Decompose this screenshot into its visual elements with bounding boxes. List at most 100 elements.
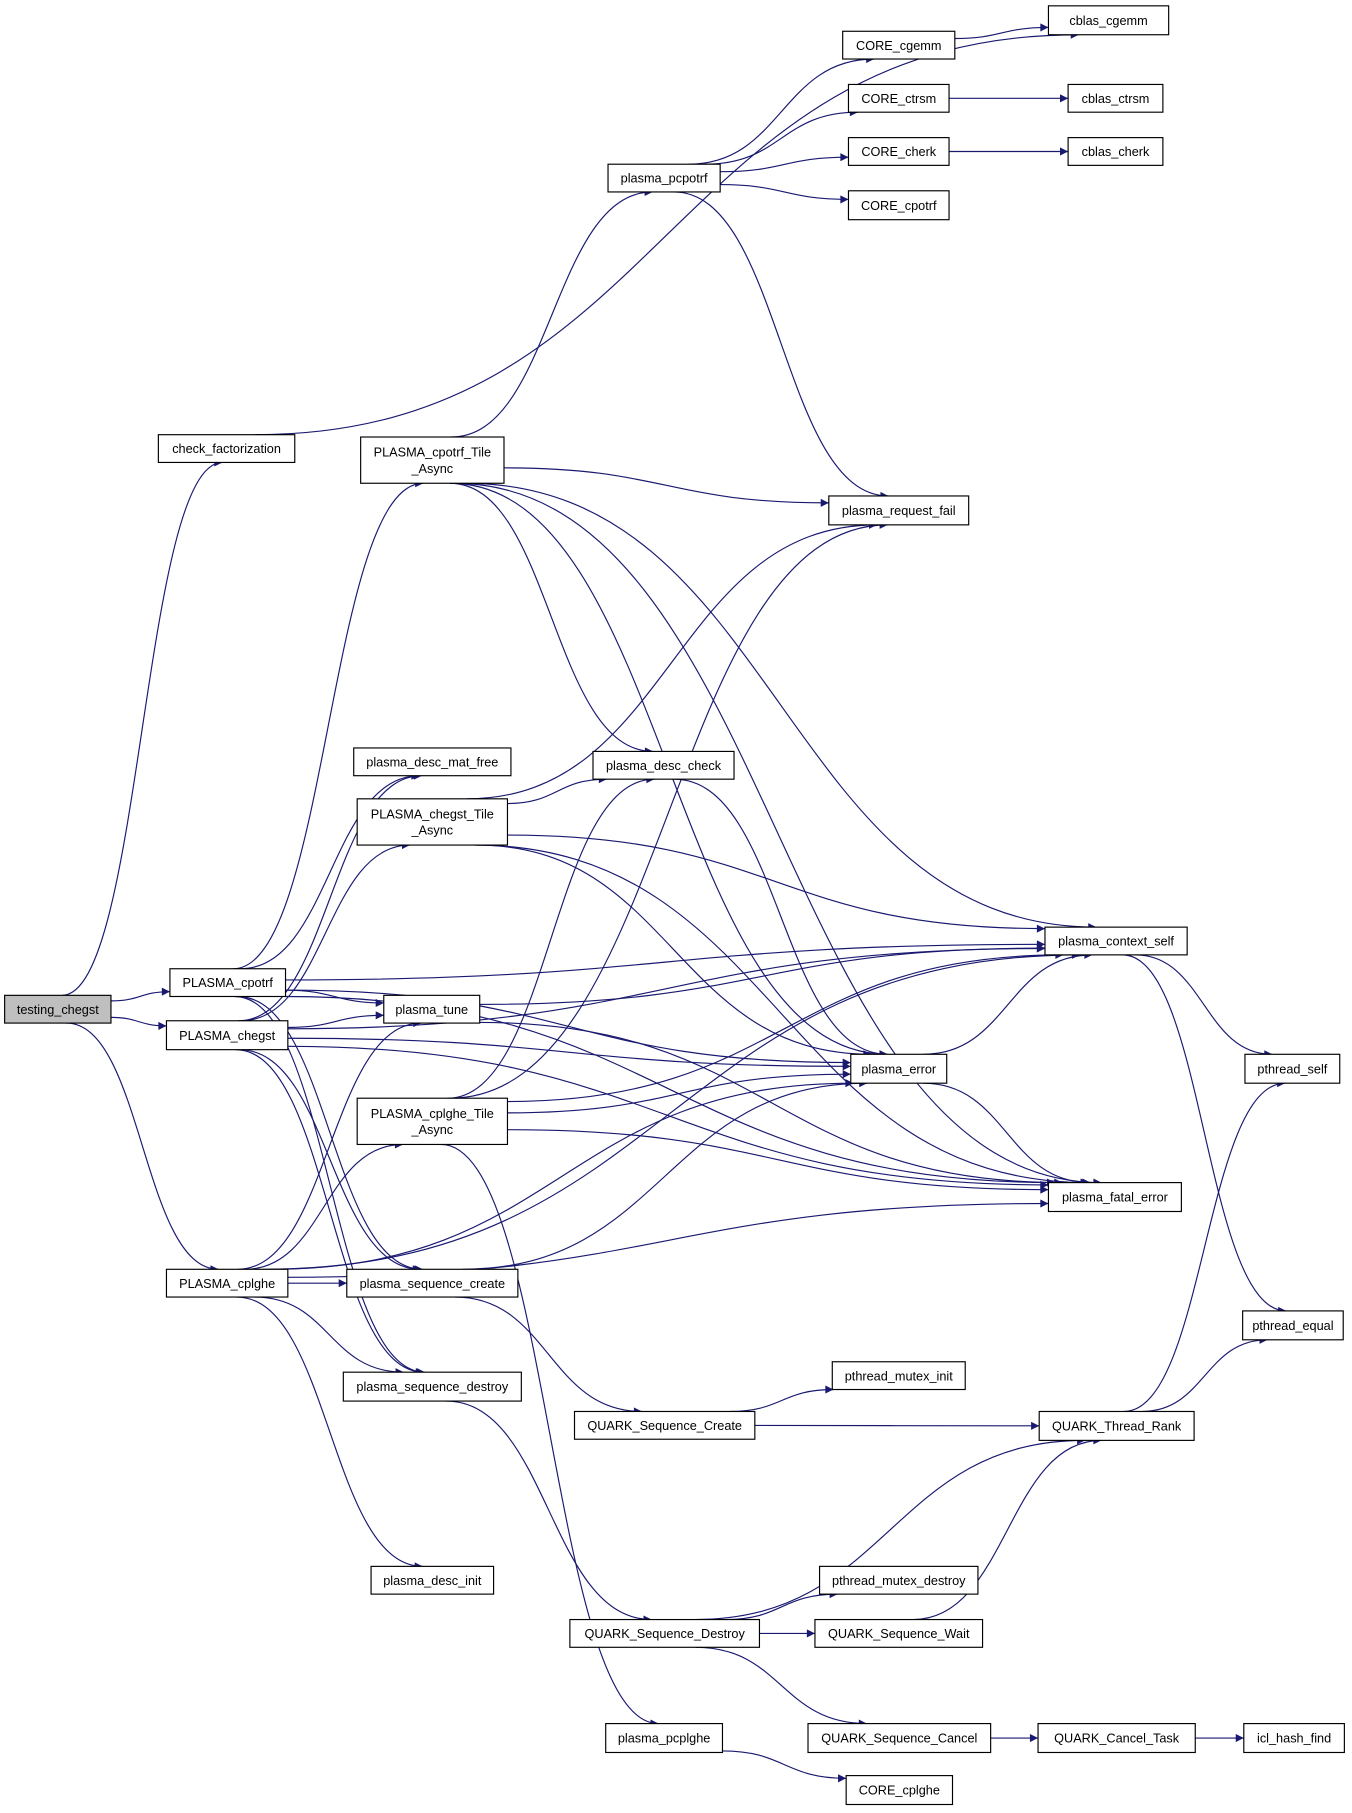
node-box (818, 1565, 979, 1595)
edge-PLASMA_chegst-to-plasma_tune (287, 1011, 384, 1029)
edge-PLASMA_chegst_Tile_Async-to-plasma_error (476, 844, 872, 1059)
node-label: plasma_fatal_error (1062, 1190, 1169, 1205)
node-plasma_request_fail[interactable]: plasma_request_fail (828, 495, 970, 526)
node-box (1243, 1723, 1345, 1754)
node-plasma_error[interactable]: plasma_error (850, 1053, 948, 1084)
node-plasma_sequence_create[interactable]: plasma_sequence_create (346, 1268, 519, 1298)
node-box (847, 137, 950, 166)
node-label: plasma_request_fail (842, 503, 956, 518)
node-PLASMA_chegst[interactable]: PLASMA_chegst (165, 1020, 289, 1051)
node-box (346, 1268, 519, 1298)
node-QUARK_Cancel_Task[interactable]: QUARK_Cancel_Task (1037, 1723, 1196, 1754)
node-box (157, 434, 296, 464)
edge-PLASMA_chegst-to-plasma_sequence_destroy (235, 1049, 424, 1377)
node-cblas_cherk[interactable]: cblas_cherk (1067, 137, 1164, 166)
edge-plasma_pcpotrf-to-CORE_cpotrf (720, 183, 849, 204)
node-cblas_ctrsm[interactable]: cblas_ctrsm (1067, 83, 1164, 113)
node-box (845, 1775, 954, 1806)
node-box (1067, 137, 1164, 166)
edge-plasma_sequence_create-to-plasma_error (462, 1079, 868, 1270)
node-plasma_sequence_destroy[interactable]: plasma_sequence_destroy (342, 1371, 522, 1402)
node-plasma_tune[interactable]: plasma_tune (383, 994, 481, 1024)
edge-check_factorization-to-cblas_cgemm (255, 30, 1079, 436)
node-cblas_cgemm[interactable]: cblas_cgemm (1047, 5, 1170, 36)
node-label: QUARK_Sequence_Create (587, 1418, 742, 1433)
node-box (342, 1371, 522, 1402)
node-check_factorization[interactable]: check_factorization (157, 434, 296, 464)
node-QUARK_Thread_Rank[interactable]: QUARK_Thread_Rank (1038, 1410, 1195, 1441)
node-CORE_cplghe[interactable]: CORE_cplghe (845, 1775, 954, 1806)
node-PLASMA_cplghe_Tile_Async[interactable]: PLASMA_cplghe_Tile_Async (356, 1097, 509, 1146)
node-label: plasma_desc_init (383, 1573, 482, 1588)
edge-plasma_error-to-plasma_fatal_error (923, 1082, 1091, 1187)
edge-PLASMA_cplghe_Tile_Async-to-plasma_context_self (507, 950, 1064, 1103)
edges-layer (61, 23, 1287, 1783)
node-pthread_mutex_destroy[interactable]: pthread_mutex_destroy (818, 1565, 979, 1595)
node-plasma_desc_init[interactable]: plasma_desc_init (370, 1565, 495, 1595)
node-box (828, 495, 970, 526)
node-label: CORE_cherk (861, 144, 936, 159)
edge-PLASMA_cplghe_Tile_Async-to-plasma_error (507, 1070, 851, 1114)
node-PLASMA_cplghe[interactable]: PLASMA_cplghe (165, 1268, 289, 1298)
node-label: testing_chegst (17, 1002, 99, 1017)
node-box (607, 163, 721, 193)
node-box (4, 994, 112, 1024)
node-label: icl_hash_find (1257, 1731, 1331, 1746)
node-label: PLASMA_cplghe (179, 1276, 275, 1291)
node-plasma_context_self[interactable]: plasma_context_self (1044, 926, 1188, 956)
node-CORE_cpotrf[interactable]: CORE_cpotrf (847, 190, 950, 221)
node-label: cblas_ctrsm (1082, 91, 1150, 106)
node-PLASMA_chegst_Tile_Async[interactable]: PLASMA_chegst_Tile_Async (356, 798, 509, 846)
edge-PLASMA_chegst-to-plasma_desc_mat_free (237, 771, 422, 1022)
node-box (605, 1723, 724, 1754)
node-box (569, 1618, 761, 1648)
edge-PLASMA_cpotrf_Tile_Async-to-plasma_fatal_error (453, 482, 1102, 1187)
node-box (356, 798, 509, 846)
edge-PLASMA_cpotrf-to-PLASMA_cpotrf_Tile_Async (233, 479, 424, 970)
node-PLASMA_cpotrf[interactable]: PLASMA_cpotrf (169, 968, 287, 998)
edge-PLASMA_chegst_Tile_Async-to-plasma_desc_check (507, 775, 607, 805)
node-plasma_pcpotrf[interactable]: plasma_pcpotrf (607, 163, 721, 193)
node-label: cblas_cgemm (1069, 13, 1147, 28)
node-label: plasma_pcpotrf (621, 171, 708, 186)
node-label: PLASMA_chegst (179, 1028, 276, 1043)
node-PLASMA_cpotrf_Tile_Async[interactable]: PLASMA_cpotrf_Tile_Async (360, 436, 505, 484)
node-testing_chegst[interactable]: testing_chegst (4, 994, 112, 1024)
edge-plasma_pcplghe-to-CORE_cplghe (722, 1750, 847, 1783)
node-label: plasma_context_self (1058, 934, 1174, 949)
node-QUARK_Sequence_Destroy[interactable]: QUARK_Sequence_Destroy (569, 1618, 761, 1648)
edge-PLASMA_cpotrf_Tile_Async-to-plasma_context_self (465, 482, 1097, 932)
node-CORE_cgemm[interactable]: CORE_cgemm (842, 30, 956, 60)
edge-QUARK_Thread_Rank-to-pthread_equal (1141, 1335, 1268, 1413)
node-pthread_self[interactable]: pthread_self (1244, 1053, 1341, 1084)
node-box (1044, 926, 1188, 956)
node-label: CORE_cpotrf (861, 198, 937, 213)
edge-plasma_pcpotrf-to-plasma_request_fail (673, 191, 889, 500)
node-label: CORE_cplghe (859, 1783, 940, 1798)
node-box (847, 83, 950, 113)
node-pthread_equal[interactable]: pthread_equal (1242, 1310, 1344, 1341)
node-plasma_fatal_error[interactable]: plasma_fatal_error (1047, 1182, 1182, 1213)
node-label: CORE_ctrsm (861, 91, 936, 106)
node-CORE_cherk[interactable]: CORE_cherk (847, 137, 950, 166)
edge-plasma_error-to-plasma_context_self (923, 950, 1093, 1055)
node-box (356, 1097, 509, 1146)
edge-PLASMA_cpotrf-to-plasma_context_self (285, 940, 1045, 981)
node-label: pthread_self (1257, 1061, 1327, 1076)
node-label: plasma_sequence_destroy (356, 1379, 508, 1394)
edge-plasma_tune-to-plasma_fatal_error (479, 1021, 1063, 1187)
node-box (831, 1361, 966, 1391)
node-plasma_desc_mat_free[interactable]: plasma_desc_mat_free (353, 747, 512, 777)
node-icl_hash_find[interactable]: icl_hash_find (1243, 1723, 1345, 1754)
node-QUARK_Sequence_Create[interactable]: QUARK_Sequence_Create (573, 1410, 756, 1440)
node-CORE_ctrsm[interactable]: CORE_ctrsm (847, 83, 950, 113)
node-label: QUARK_Sequence_Destroy (585, 1626, 746, 1641)
node-QUARK_Sequence_Wait[interactable]: QUARK_Sequence_Wait (814, 1618, 984, 1648)
node-QUARK_Sequence_Cancel[interactable]: QUARK_Sequence_Cancel (807, 1723, 992, 1754)
node-box (1244, 1053, 1341, 1084)
node-pthread_mutex_init[interactable]: pthread_mutex_init (831, 1361, 966, 1391)
node-plasma_pcplghe[interactable]: plasma_pcplghe (605, 1723, 724, 1754)
node-plasma_desc_check[interactable]: plasma_desc_check (592, 750, 735, 780)
edge-PLASMA_cpotrf_Tile_Async-to-plasma_pcpotrf (451, 187, 653, 438)
